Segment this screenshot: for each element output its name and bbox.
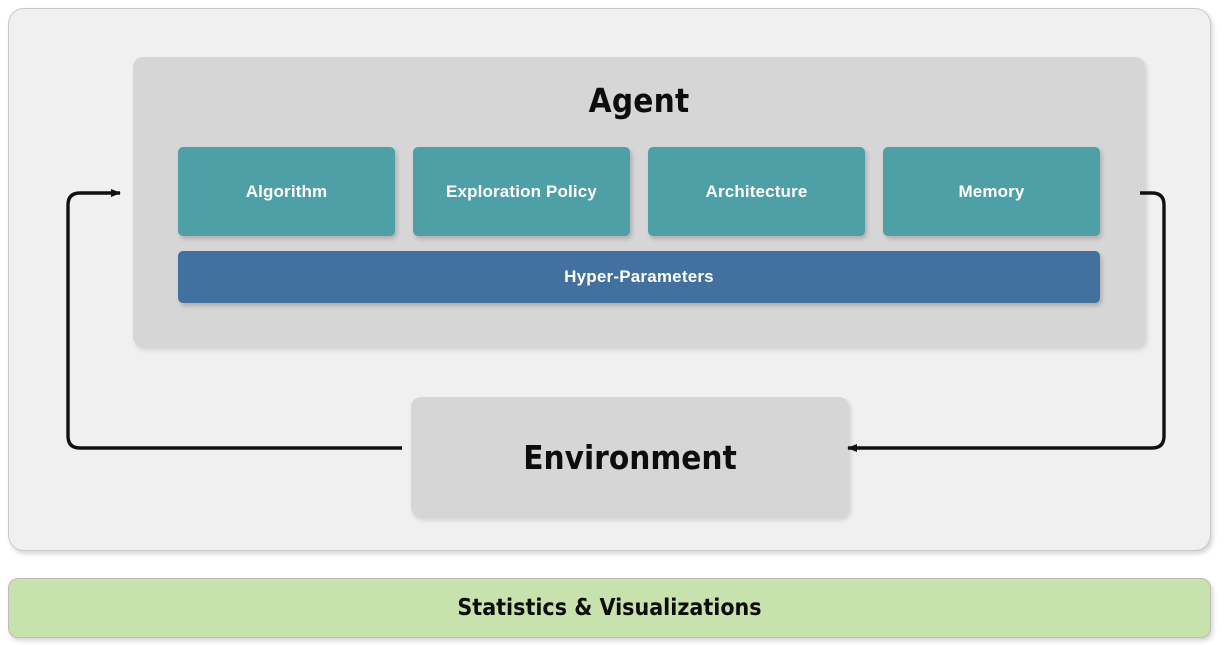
agent-panel[interactable]: Agent Algorithm Exploration Policy Archi… [133, 57, 1145, 347]
agent-component-row: Algorithm Exploration Policy Architectur… [178, 147, 1100, 236]
agent-component-memory[interactable]: Memory [883, 147, 1100, 236]
agent-component-architecture[interactable]: Architecture [648, 147, 865, 236]
hyper-parameters-bar[interactable]: Hyper-Parameters [178, 251, 1100, 303]
agent-component-algorithm[interactable]: Algorithm [178, 147, 395, 236]
agent-component-exploration-policy[interactable]: Exploration Policy [413, 147, 630, 236]
environment-box[interactable]: Environment [411, 397, 849, 517]
agent-environment-loop-panel: Agent Algorithm Exploration Policy Archi… [8, 8, 1211, 551]
agent-title: Agent [588, 81, 690, 120]
statistics-visualizations-bar[interactable]: Statistics & Visualizations [8, 578, 1211, 638]
